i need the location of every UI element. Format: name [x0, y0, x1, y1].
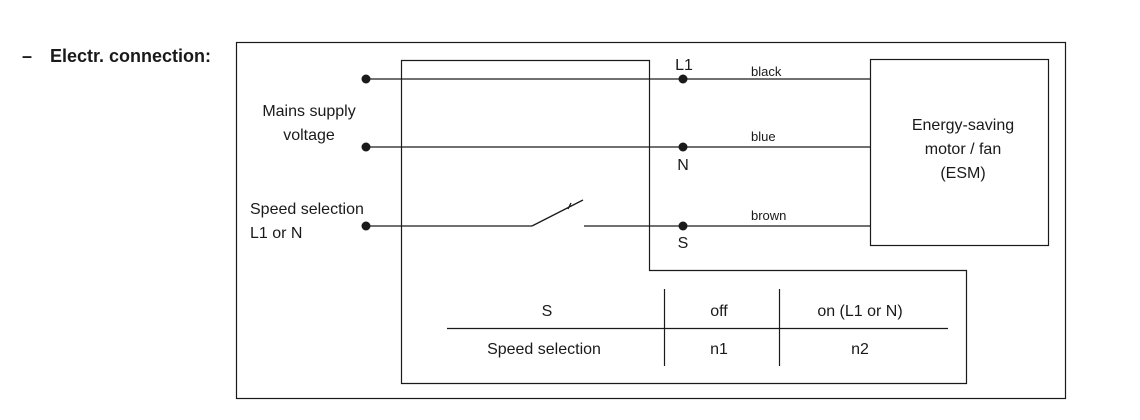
wire-color-label: black [751, 64, 782, 79]
table-header: off [710, 303, 728, 320]
switch-contact [531, 199, 584, 227]
section-heading: Electr. connection: [50, 46, 211, 66]
speed-selection-label: L1 or N [250, 225, 302, 242]
speed-selection-label: Speed selection [250, 201, 364, 218]
mains-supply-label: Mains supply [262, 103, 355, 120]
terminal-label-l1: L1 [675, 57, 693, 74]
wire-color-label: blue [751, 129, 776, 144]
motor-box [869, 58, 1050, 247]
outer-frame [235, 41, 1067, 400]
table-cell: Speed selection [487, 341, 601, 358]
terminal-dot [361, 142, 371, 152]
table-cell: n2 [851, 341, 869, 358]
motor-label: Energy-saving [912, 117, 1014, 134]
mains-supply-label: voltage [283, 127, 335, 144]
terminal-dot [678, 142, 688, 152]
motor-label: (ESM) [940, 165, 985, 182]
terminal-label-s: S [678, 235, 689, 252]
table-cell: n1 [710, 341, 728, 358]
wire-color-label: brown [751, 208, 786, 223]
switch-contact-tick [567, 202, 572, 210]
terminal-dot [361, 74, 371, 84]
heading-dash: – [22, 46, 32, 66]
table-header: on (L1 or N) [817, 303, 902, 320]
table-header: S [542, 303, 553, 320]
motor-label: motor / fan [925, 141, 1001, 158]
terminal-dot [678, 221, 688, 231]
device-housing [400, 59, 968, 385]
terminal-label-n: N [677, 157, 689, 174]
terminal-dot [678, 74, 688, 84]
terminal-dot [361, 221, 371, 231]
